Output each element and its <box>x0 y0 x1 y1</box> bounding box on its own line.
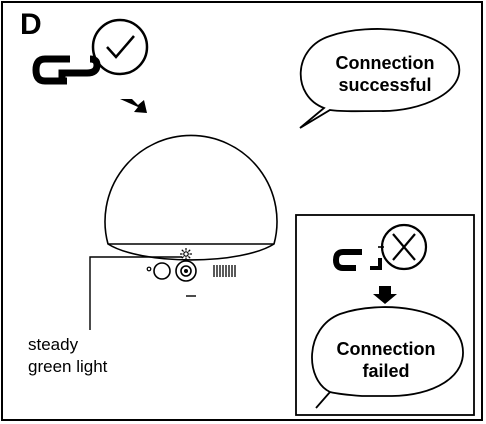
caption-leader-line <box>89 256 182 330</box>
check-circle <box>91 18 149 76</box>
failure-box <box>295 214 475 416</box>
pinhole-icon <box>146 266 152 272</box>
success-speech-bubble <box>299 28 461 129</box>
check-icon <box>106 35 135 59</box>
chain-left-link <box>32 55 70 85</box>
failed-message-line1: Connection <box>336 339 436 359</box>
broken-link-right <box>370 258 382 270</box>
broken-chain-x-icon <box>332 223 428 271</box>
arrow-down-right-icon <box>120 99 147 113</box>
speaker-device <box>104 134 278 297</box>
chain-right-link <box>58 55 101 81</box>
step-label: D <box>20 8 42 41</box>
success-message-line1: Connection <box>335 53 435 73</box>
speaker-grille-icon <box>213 265 236 277</box>
light-ray-icon <box>180 248 192 260</box>
chain-link-check-icon <box>32 18 149 85</box>
mic-button <box>153 262 171 280</box>
led-ring-outer <box>175 260 197 282</box>
led-caption-line2: green light <box>28 357 108 376</box>
device-body <box>104 134 278 261</box>
led-ring-inner <box>180 265 192 277</box>
x-icon <box>392 233 416 261</box>
broken-link-left <box>332 249 362 271</box>
x-circle <box>380 223 428 271</box>
failed-speech-bubble <box>311 306 464 409</box>
success-message-line2: successful <box>338 75 432 95</box>
arrow-down-icon <box>373 286 397 304</box>
led-caption-line1: steady <box>28 335 79 354</box>
led-center <box>184 269 188 273</box>
failed-message-line2: failed <box>362 361 410 381</box>
